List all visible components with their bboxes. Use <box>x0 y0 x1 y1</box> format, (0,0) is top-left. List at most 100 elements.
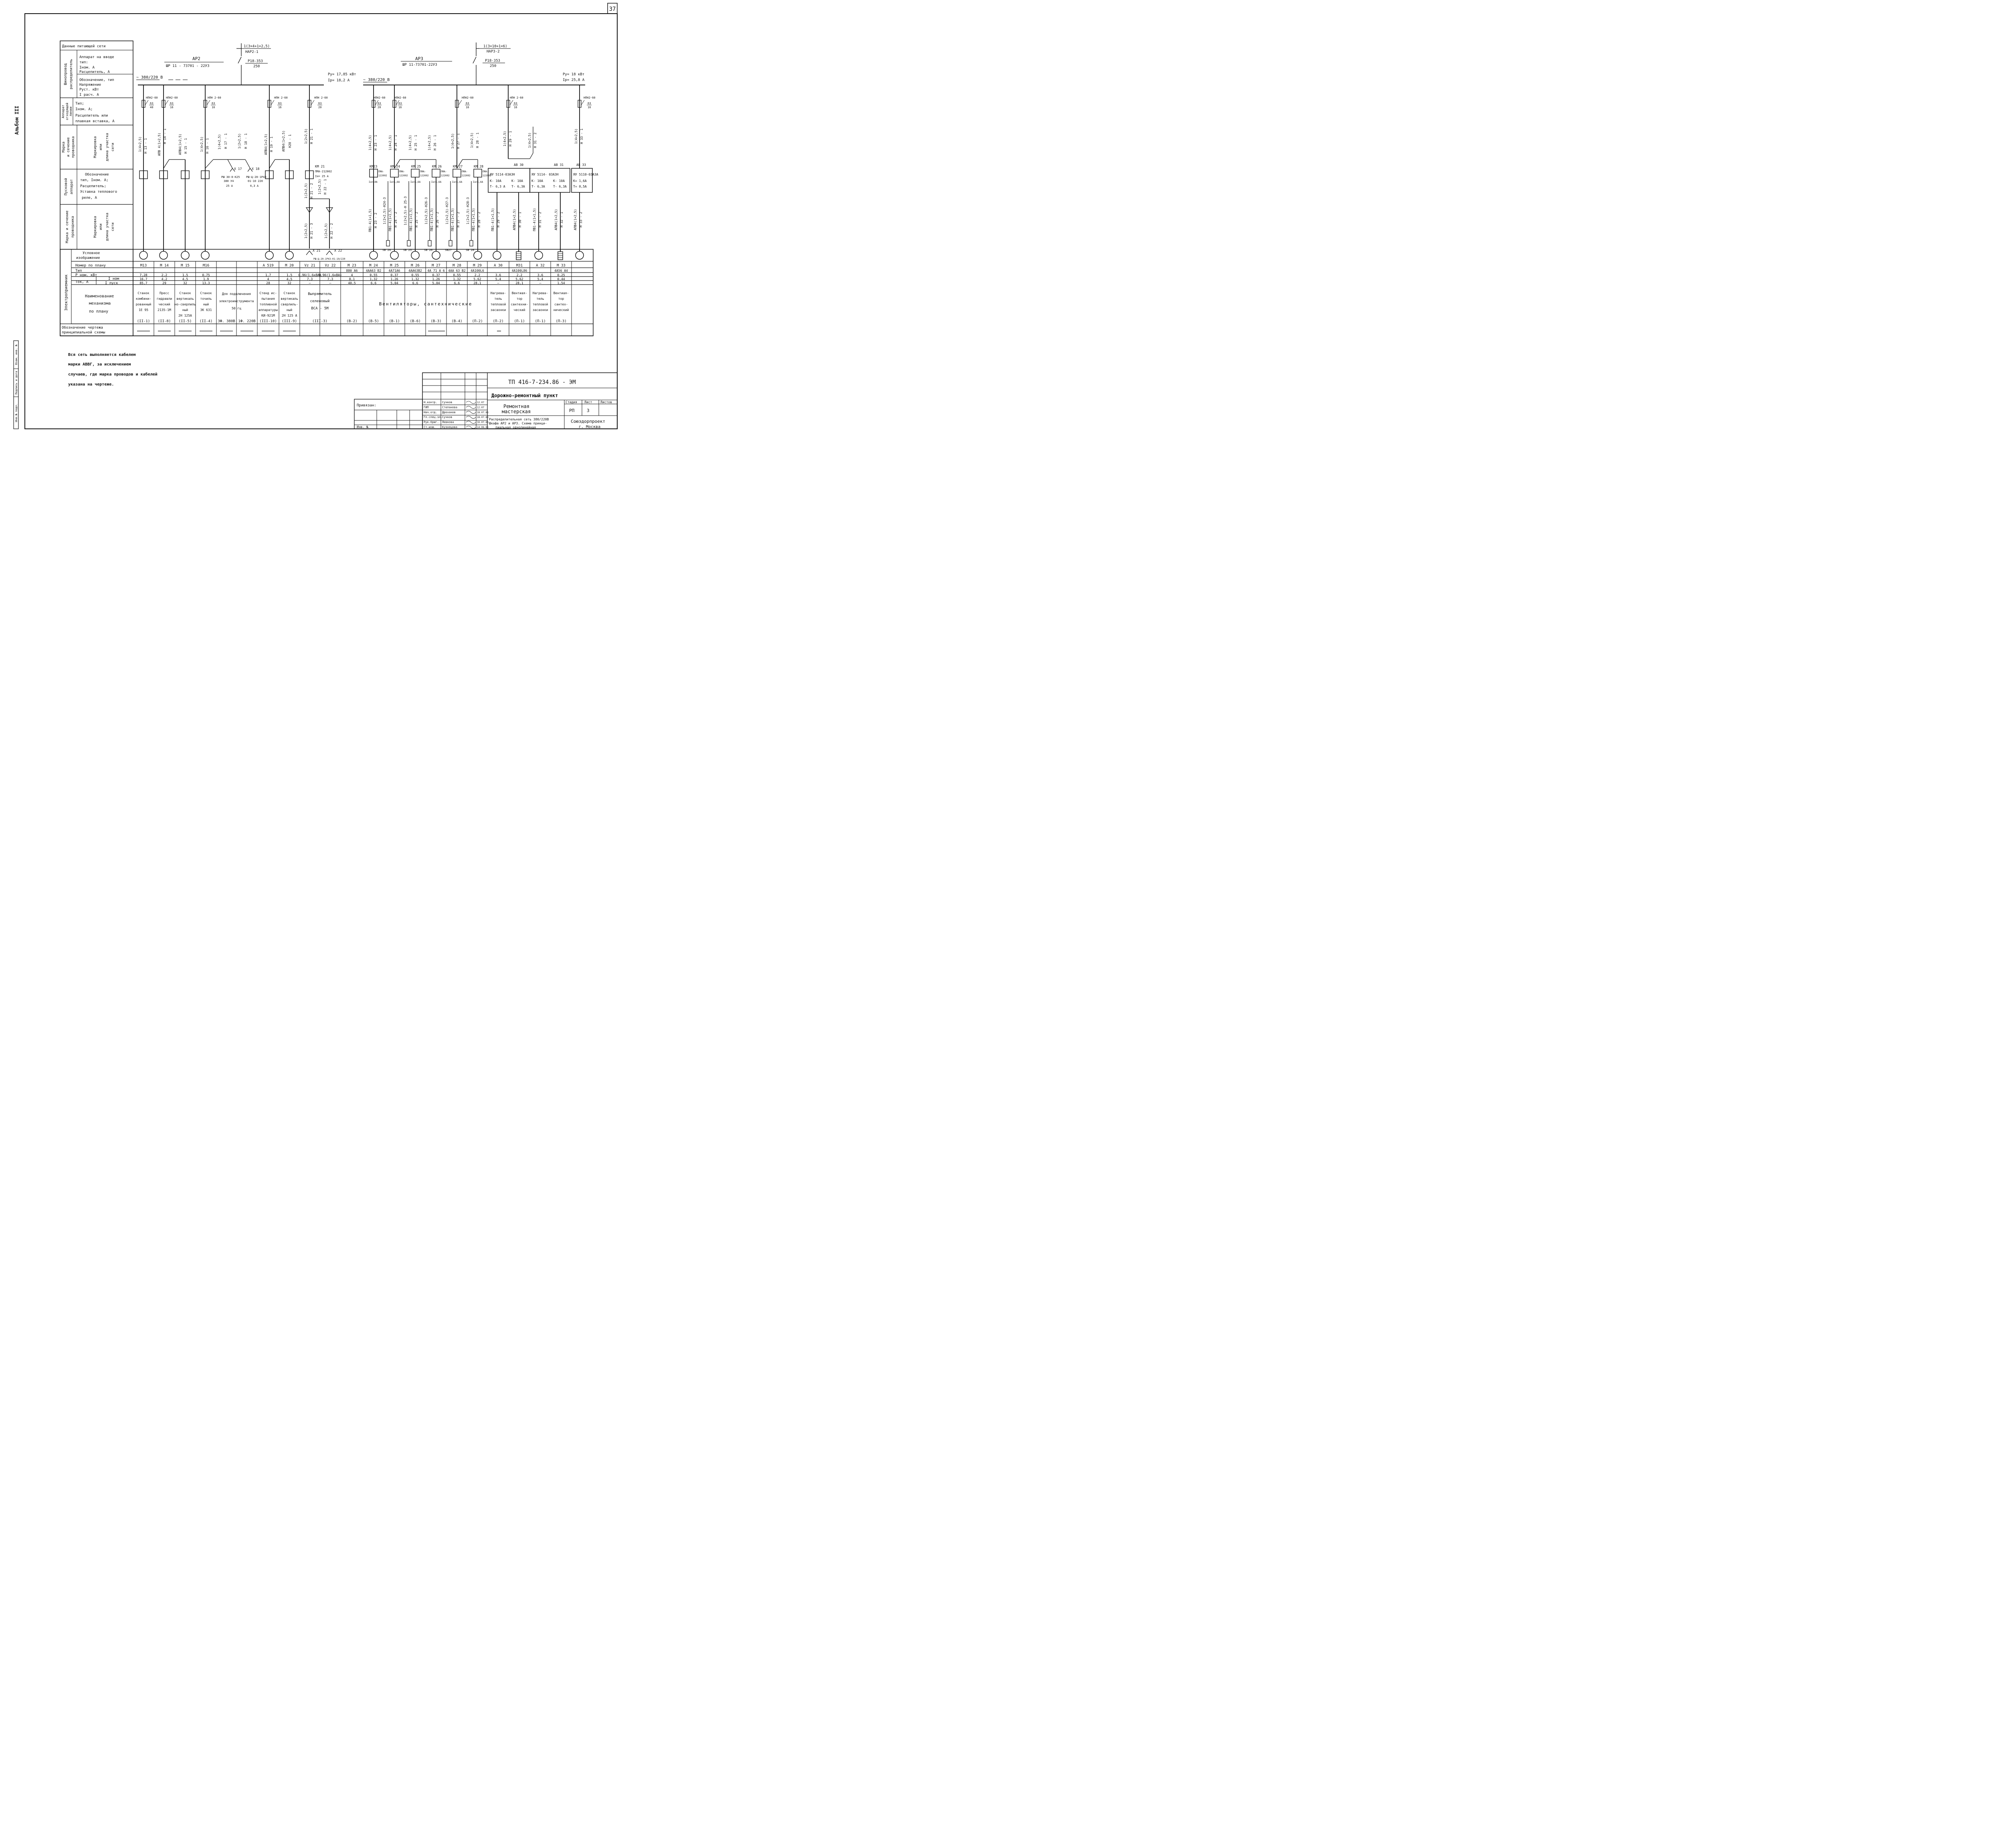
wire-line <box>245 159 250 169</box>
svg-text:Тип;: Тип; <box>75 102 84 106</box>
receiver-inom: 7,3 <box>327 277 333 281</box>
receiver-inom: 7,3 <box>307 277 313 281</box>
breaker-setting: К= 1,6А <box>573 179 587 183</box>
wire-label: 1(2×2,5) <box>324 223 328 239</box>
svg-text:НАР2-1: НАР2-1 <box>245 50 259 54</box>
wire-label: АПВ4(1×2,5) <box>178 134 182 155</box>
fuse-rating: 63 <box>318 102 321 105</box>
receiver-name: ческий <box>159 303 170 306</box>
svg-text:Дорожно-ремонтный пункт: Дорожно-ремонтный пункт <box>491 393 558 398</box>
receiver-number: М31 <box>516 264 523 268</box>
receiver-drawing-ref: (III-10) <box>259 319 277 323</box>
wire-label: 1(4×2,5) <box>470 133 474 148</box>
wire-label: Н 32 - 1 <box>560 212 564 228</box>
receiver-name: тепловой <box>533 303 548 306</box>
wire-label: Н 21 - 1 <box>310 129 313 144</box>
receiver-type: 4А100L6 <box>471 269 484 273</box>
svg-text:Данные питающей сети: Данные питающей сети <box>62 44 105 48</box>
receiver-number: М 14 <box>160 264 169 268</box>
wire-label: 1(4×2,5) <box>368 135 372 151</box>
receiver-name: Стенд ис- <box>259 291 277 295</box>
wire-label: АПВ4(1×2,5) <box>554 209 558 230</box>
contactor-name: КМ 24 <box>390 165 400 168</box>
svg-text:Привязан:: Привязан: <box>357 404 376 408</box>
receiver-drawing-ref: (В-4) <box>451 319 462 323</box>
receiver-number: Vz 22 <box>325 264 335 268</box>
receiver-drawing-ref: (В-6) <box>410 319 420 323</box>
fuse-symbol <box>578 100 582 108</box>
push-button-id: SB 26 <box>424 248 432 252</box>
stamp-date: 12.07 <box>477 401 484 404</box>
push-button-id: SB 24 <box>382 248 391 252</box>
km21-name: КМ 21 <box>315 165 325 168</box>
receiver-inom: 1,9 <box>203 277 209 281</box>
contactor-name: КМ23 <box>370 165 377 168</box>
receiver-drawing-ref: 1Ф. 220В <box>238 319 255 323</box>
wire-label: ПВ1-4(1×1,5) <box>491 208 495 231</box>
receiver-number: М 28 <box>453 264 461 268</box>
wire-label: ПВ1-4(1×1,5) <box>430 208 434 231</box>
signature-mark <box>466 401 476 404</box>
heater-symbol <box>558 251 563 260</box>
receiver-number: М 24 <box>369 264 378 268</box>
receiver-inom: 4,5 <box>182 277 188 281</box>
fuse-rating: 63 <box>588 102 591 105</box>
svg-text:мастерская: мастерская <box>502 409 531 414</box>
motor-symbol <box>159 251 168 260</box>
receiver-ipusk: 28 <box>266 281 270 285</box>
signature-mark <box>466 406 476 409</box>
receiver-power: 0,37 <box>390 273 398 277</box>
leader <box>581 100 585 105</box>
svg-text:Подпись и дата: Подпись и дата <box>15 371 18 394</box>
receiver-type: 4А 71 А 6 <box>427 269 445 273</box>
wire-label: Н 33 - 2 <box>579 212 583 228</box>
receiver-ipusk: 13,3 <box>202 281 210 285</box>
contactor-current: Iн=10А <box>369 181 378 184</box>
starter-symbol <box>159 170 168 179</box>
svg-text:Iном. А: Iном. А <box>79 66 95 70</box>
wire-label: ПВ1-4(1×1,5) <box>451 208 455 231</box>
contactor-type: 122002 <box>462 174 471 177</box>
fuse-insert: 20 <box>378 106 381 109</box>
contactor-type: ПМА- <box>420 170 426 173</box>
receiver-name: 2Н 125А <box>178 314 192 317</box>
receiver-type: 4АА63В2 <box>408 269 422 273</box>
receiver-name: Вентиая- <box>512 291 527 295</box>
svg-text:тип:: тип: <box>79 61 88 65</box>
svg-text:Расцепитель или: Расцепитель или <box>75 114 108 118</box>
wire-label: Н 31 - 2 <box>533 133 537 148</box>
svg-text:Напряжение: Напряжение <box>79 83 101 87</box>
receiver-name: Станок <box>180 291 191 295</box>
svg-text:Ру= 18 кВт: Ру= 18 кВт <box>563 73 584 77</box>
wire-label: 1(2×2,5)-Н24-3 <box>383 197 386 224</box>
wire-label: Н 22 - 2 <box>330 223 333 239</box>
signature-mark <box>466 416 476 419</box>
wire-label: АПВ4(1×2,5) <box>282 131 285 152</box>
svg-text:аппарат: аппарат <box>70 179 74 194</box>
socket-symbol <box>306 250 313 255</box>
fuse-type: НПН 2-60 <box>314 96 328 99</box>
motor-symbol <box>493 251 501 260</box>
signature-mark <box>466 426 476 429</box>
receiver-number: А 30 <box>494 264 503 268</box>
rectifier-name: селеновый <box>310 299 330 303</box>
wire-label: Н 23 - 1 <box>374 135 378 151</box>
contactor-name: КМ 28 <box>474 165 483 168</box>
receiver-name: топливной <box>259 303 277 306</box>
wire-label: Н 14 - 1 <box>163 129 167 144</box>
stamp-name: Левкова <box>442 421 454 424</box>
fuse-type: НПН2-60 <box>394 96 406 99</box>
receiver-type: 4А100L86 <box>512 269 527 273</box>
fan-motor-symbol <box>411 251 420 260</box>
fuse-type: НПН2-60 <box>374 96 386 99</box>
receiver-number: М 26 <box>411 264 420 268</box>
wire-label: 1(4×2,5) <box>428 135 431 151</box>
receiver-name: Станок <box>138 291 149 295</box>
svg-text:Ремонтная: Ремонтная <box>503 404 529 409</box>
receiver-drawing-ref: (В-2) <box>346 319 357 323</box>
receiver-name: тор <box>517 297 523 301</box>
stamp-role: Гл.спец.эл. <box>424 416 442 419</box>
svg-text:распределитель: распределитель <box>69 59 73 89</box>
receiver-number: М16 <box>203 264 209 268</box>
receiver-inom: 1,26 <box>390 277 398 281</box>
